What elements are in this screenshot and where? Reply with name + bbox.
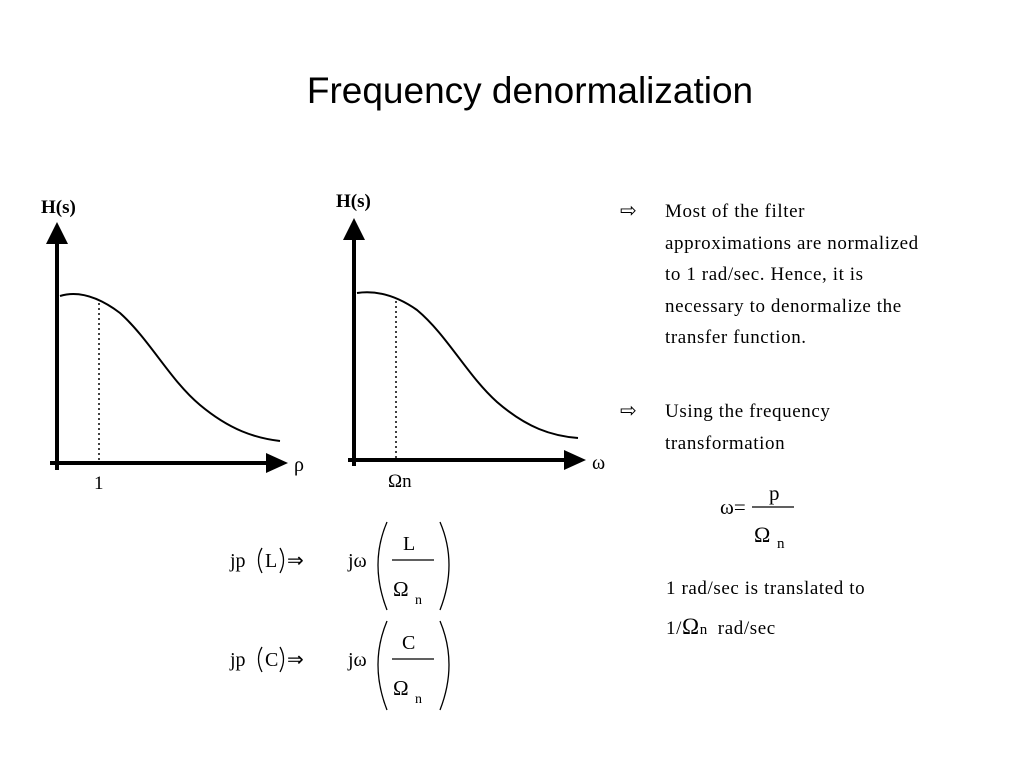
- formula2-subscript: n: [415, 692, 422, 707]
- graph1-tick-label: 1: [94, 473, 104, 494]
- graph1-response-curve: [59, 292, 281, 442]
- hollow-arrow-icon: ⇨: [620, 400, 638, 422]
- omega-equation-denominator: Ω: [754, 522, 770, 547]
- graph1-y-label: H(s): [41, 197, 76, 218]
- formula2-denominator: Ω: [393, 676, 409, 700]
- graph2-tick-label: Ωn: [388, 471, 412, 492]
- note-line-1: 1 rad/sec is translated to: [666, 578, 866, 599]
- formula2-arrow: ⇒: [287, 649, 304, 671]
- formula2-big-close-paren: [439, 620, 450, 711]
- formula2-big-open-paren: [377, 620, 388, 711]
- formula2-open-paren: [257, 646, 263, 673]
- formula1-big-open-paren: [377, 521, 388, 611]
- formula2-element: C: [265, 649, 278, 671]
- capacitor-formula: jp C ⇒ jω C Ω n: [229, 620, 450, 711]
- formula1-big-close-paren: [439, 521, 450, 611]
- graph2-y-arrowhead: [343, 218, 365, 240]
- formula1-rhs-prefix: jω: [347, 550, 367, 572]
- formula1-numerator: L: [403, 533, 415, 555]
- formula1-open-paren: [257, 547, 263, 574]
- graph2-x-label: ω: [592, 452, 605, 474]
- omega-transformation-equation: ω= p Ω n: [720, 481, 794, 552]
- hollow-arrow-icon: ⇨: [620, 200, 638, 222]
- formula1-arrow: ⇒: [287, 550, 304, 572]
- denormalized-graph: H(s) ω Ωn: [336, 191, 605, 492]
- formula1-subscript: n: [415, 593, 422, 608]
- graph1-x-label: ρ: [294, 454, 304, 476]
- omega-equation-lhs: ω=: [720, 495, 746, 519]
- graph1-y-arrowhead: [46, 222, 68, 244]
- bullet-text: Most of the filter approximations are no…: [665, 201, 919, 348]
- formula1-element: L: [265, 550, 277, 572]
- bullet-text: Using the frequency transformation: [665, 401, 831, 454]
- formula2-close-paren: [279, 646, 285, 673]
- omega-equation-numerator: p: [769, 481, 780, 505]
- formula1-denominator: Ω: [393, 577, 409, 601]
- slide-title: Frequency denormalization: [306, 70, 754, 111]
- formula1-close-paren: [279, 547, 285, 574]
- graph2-response-curve: [356, 291, 579, 439]
- component-formulas: jp L ⇒ jω L Ω n jp C ⇒ jω C Ω n: [229, 521, 450, 711]
- graph1-x-arrowhead: [266, 453, 288, 473]
- formula2-numerator: C: [402, 632, 415, 654]
- omega-equation-subscript: n: [777, 536, 785, 552]
- graph2-x-arrowhead: [564, 450, 586, 470]
- formula1-lhs-prefix: jp: [229, 550, 246, 572]
- formula2-lhs-prefix: jp: [229, 649, 246, 671]
- graph2-y-label: H(s): [336, 191, 371, 212]
- normalized-graph: H(s) ρ 1: [41, 197, 304, 494]
- inductor-formula: jp L ⇒ jω L Ω n: [229, 521, 450, 611]
- formula2-rhs-prefix: jω: [347, 649, 367, 671]
